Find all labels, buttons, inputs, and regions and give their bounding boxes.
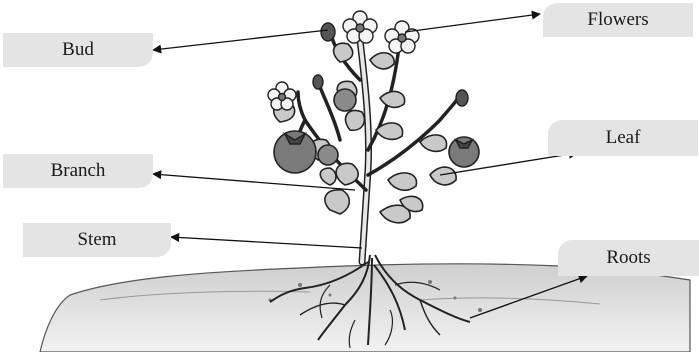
arrow-flowers xyxy=(405,14,540,32)
arrow-bud xyxy=(153,30,328,50)
label-bud-text: Bud xyxy=(62,39,94,61)
label-stem-text: Stem xyxy=(77,229,116,251)
flower-top-right xyxy=(385,21,419,53)
arrow-stem xyxy=(171,237,362,248)
label-flowers-text: Flowers xyxy=(587,9,648,31)
label-roots: Roots xyxy=(558,240,699,276)
label-leaf-text: Leaf xyxy=(606,127,641,149)
label-bud: Bud xyxy=(3,33,153,67)
flower-left xyxy=(268,82,296,110)
label-branch: Branch xyxy=(3,154,153,188)
label-roots-text: Roots xyxy=(606,247,650,269)
label-leaf: Leaf xyxy=(548,120,698,156)
flower-top-center xyxy=(343,11,377,43)
label-stem: Stem xyxy=(23,223,171,257)
label-branch-text: Branch xyxy=(51,160,106,182)
label-flowers: Flowers xyxy=(543,3,693,37)
